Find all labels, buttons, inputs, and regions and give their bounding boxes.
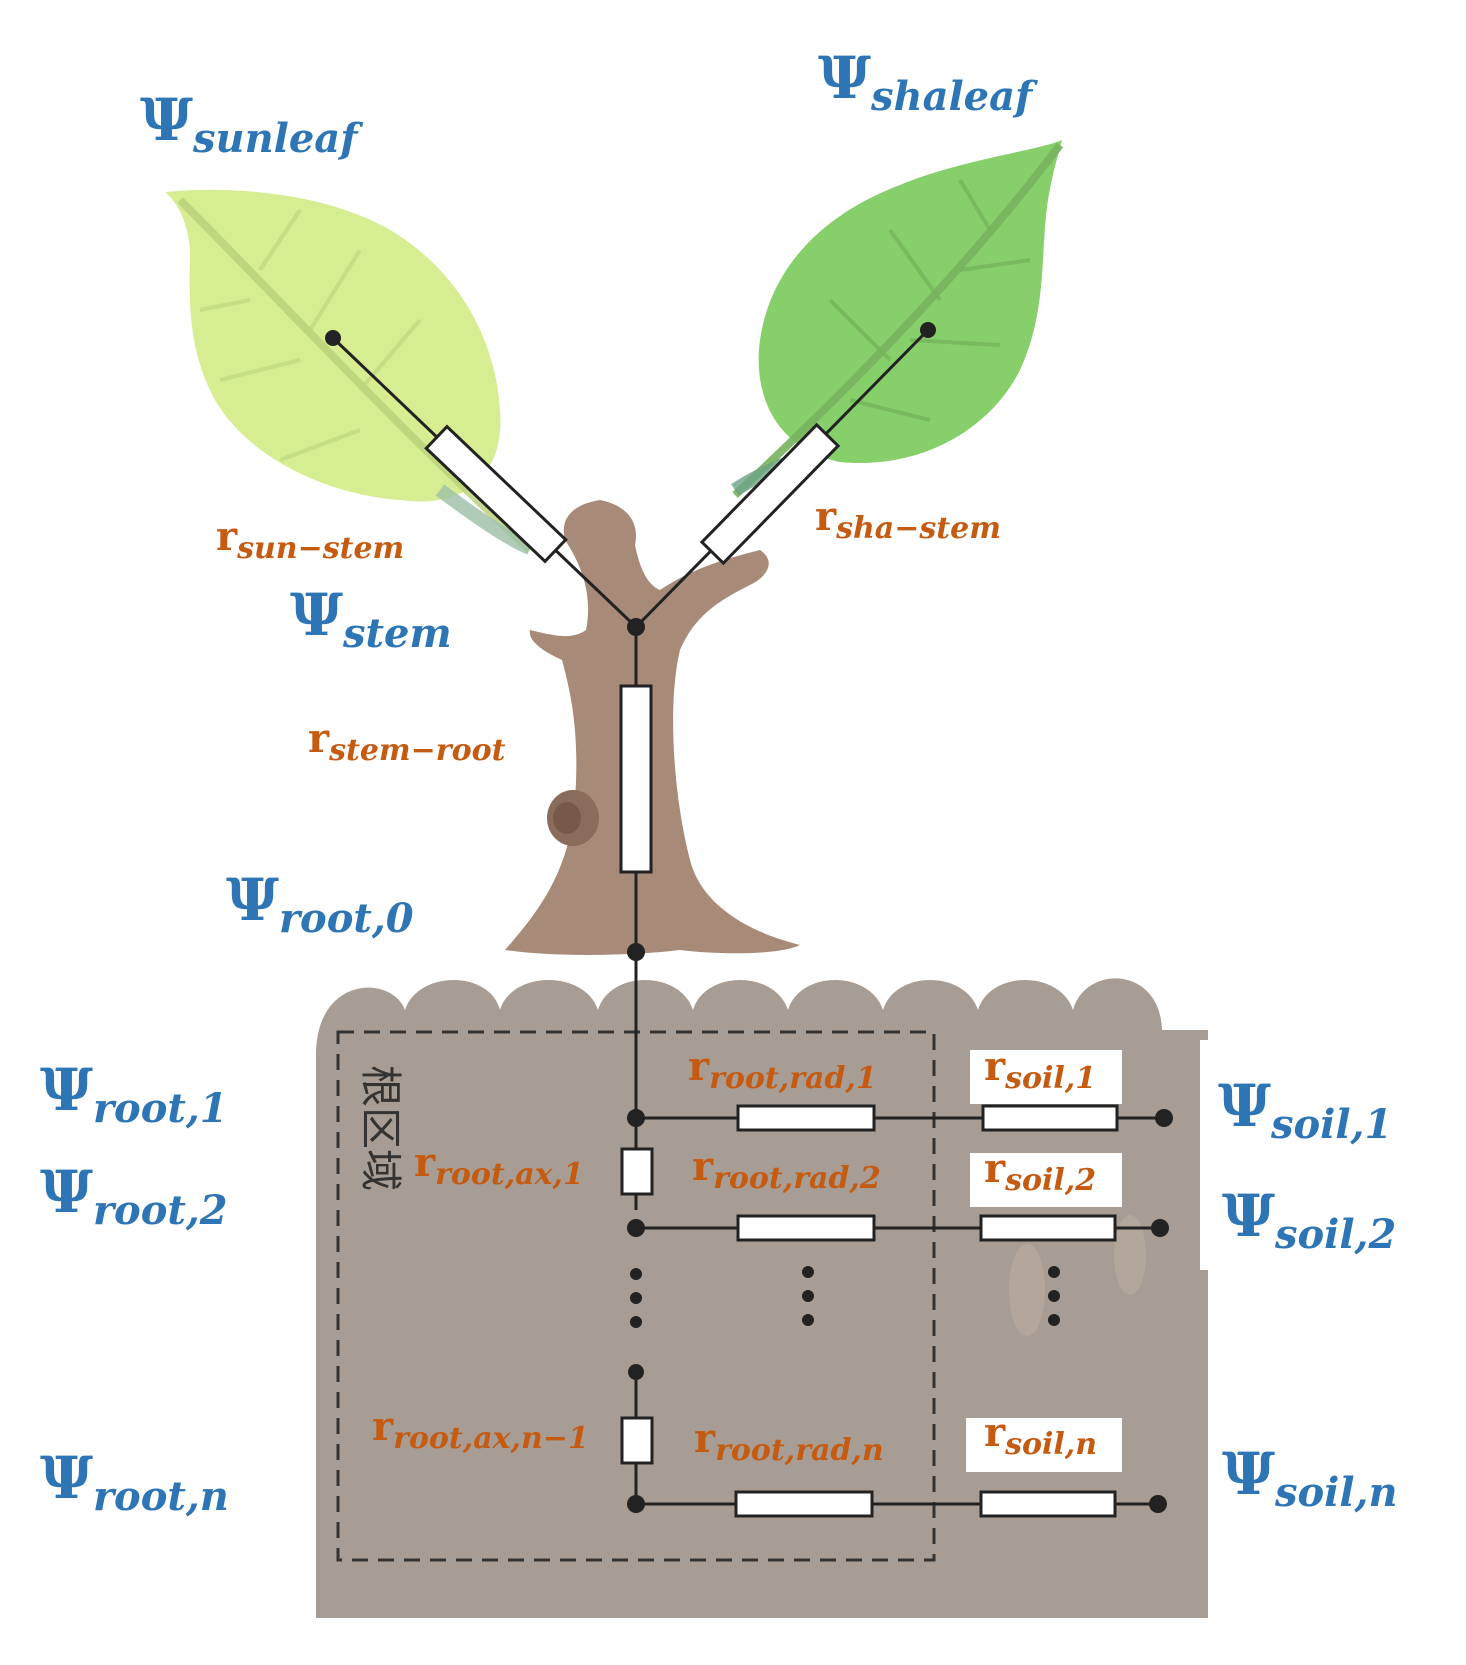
resistor-soil-n bbox=[979, 1490, 1117, 1518]
resistor-root-ax-1 bbox=[620, 1147, 654, 1196]
continuation-dots bbox=[630, 1266, 1060, 1328]
resistor-sha-stem bbox=[699, 422, 841, 566]
circuit-nodes bbox=[325, 322, 1173, 1513]
label-r-sha-stem: rsha−stem bbox=[815, 493, 1001, 546]
label-psi-sunleaf: Ψsunleaf bbox=[140, 86, 363, 162]
label-r-sun-stem: rsun−stem bbox=[216, 513, 404, 566]
label-r-root-ax-n-1: rroot,ax,n−1 bbox=[372, 1403, 589, 1456]
label-psi-root-n: Ψroot,n bbox=[40, 1444, 229, 1520]
label-psi-shaleaf: Ψshaleaf bbox=[818, 44, 1038, 120]
label-r-soil-n: rsoil,n bbox=[984, 1409, 1097, 1462]
label-r-root-rad-1: rroot,rad,1 bbox=[688, 1043, 877, 1096]
label-r-root-ax-1: rroot,ax,1 bbox=[414, 1139, 584, 1192]
label-psi-soil-2: Ψsoil,2 bbox=[1222, 1182, 1396, 1258]
resistor-soil-1 bbox=[981, 1104, 1119, 1132]
shade-leaf bbox=[731, 140, 1064, 498]
label-r-stem-root: rstem−root bbox=[308, 715, 506, 768]
resistor-soil-2 bbox=[979, 1214, 1117, 1242]
resistor-stem-root bbox=[619, 684, 653, 874]
label-psi-root-1: Ψroot,1 bbox=[40, 1056, 228, 1132]
label-r-soil-2: rsoil,2 bbox=[984, 1145, 1096, 1198]
label-psi-stem: Ψstem bbox=[290, 581, 452, 657]
resistor-root-rad-1 bbox=[736, 1104, 876, 1132]
label-psi-root-0: Ψroot,0 bbox=[226, 866, 414, 942]
label-r-root-rad-2: rroot,rad,2 bbox=[692, 1143, 881, 1196]
resistor-sun-stem bbox=[424, 424, 568, 564]
label-r-soil-1: rsoil,1 bbox=[984, 1043, 1096, 1096]
label-r-root-rad-n: rroot,rad,n bbox=[694, 1415, 884, 1468]
resistor-root-rad-n bbox=[734, 1490, 874, 1518]
label-psi-root-2: Ψroot,2 bbox=[40, 1158, 228, 1234]
resistor-root-ax-n-1 bbox=[620, 1416, 654, 1465]
resistor-root-rad-2 bbox=[736, 1214, 876, 1242]
label-psi-soil-n: Ψsoil,n bbox=[1222, 1440, 1398, 1516]
root-zone-label: 根区域 bbox=[356, 1065, 405, 1191]
label-psi-soil-1: Ψsoil,1 bbox=[1218, 1072, 1392, 1148]
